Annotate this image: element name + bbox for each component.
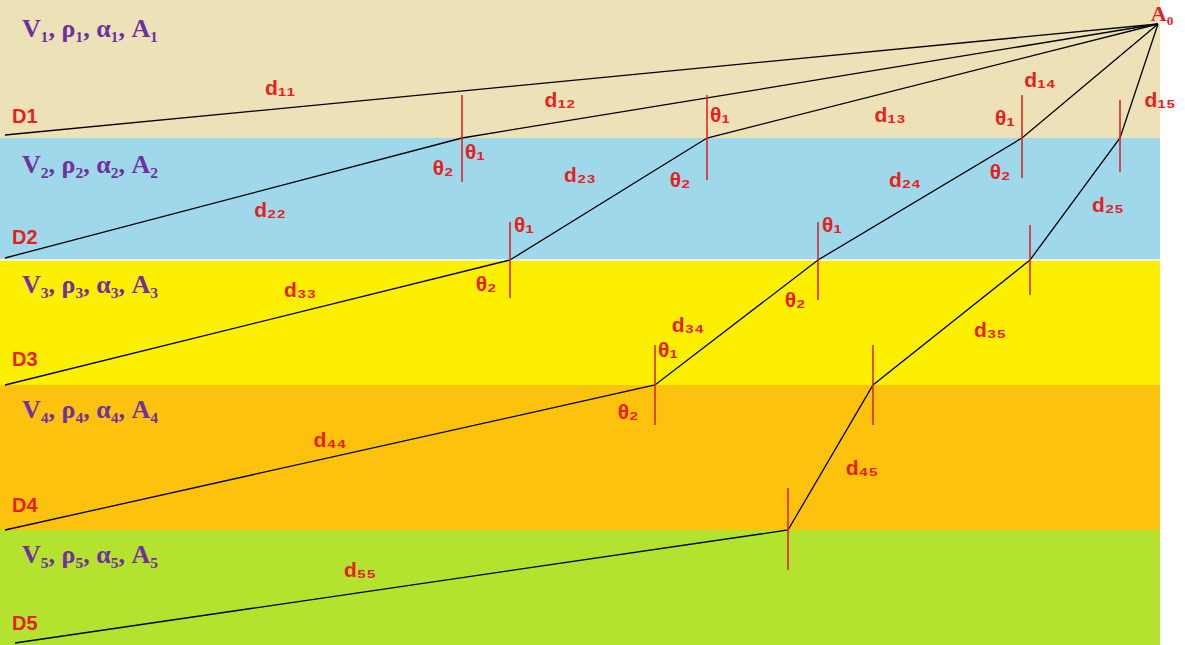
angle-label: θ₁ (710, 103, 730, 126)
interface-line (0, 259, 1160, 261)
layer-parameters: V₃, ρ₃, α₃, A₃ (22, 270, 158, 300)
angle-label: θ₂ (670, 168, 691, 191)
earth-layer: V₂, ρ₂, α₂, A₂ D2 (0, 138, 1160, 260)
depth-label: D4 (12, 494, 38, 517)
earth-layer: V₅, ρ₅, α₅, A₅ D5 (0, 530, 1160, 645)
layer-parameters: V₄, ρ₄, α₄, A₄ (22, 395, 158, 425)
ray-path (5, 24, 1158, 385)
segment-label: d₄₄ (314, 428, 347, 451)
segment-label: d₁₁ (265, 76, 295, 99)
layer-fill (0, 0, 1160, 138)
ray-path (15, 24, 1158, 643)
depth-label: D3 (12, 348, 38, 371)
segment-label: d₁₄ (1024, 68, 1056, 91)
layer-parameters: V₅, ρ₅, α₅, A₅ (22, 540, 158, 570)
angle-label: θ₁ (995, 106, 1015, 129)
angle-label: θ₂ (618, 400, 639, 423)
layer-fill (0, 260, 1160, 385)
normal-line (872, 345, 874, 425)
layer-parameters: V₂, ρ₂, α₂, A₂ (22, 150, 158, 180)
normal-line (654, 345, 656, 425)
earth-layer: V₁, ρ₁, α₁, A₁ D1 (0, 0, 1160, 138)
angle-label: θ₂ (476, 272, 497, 295)
normal-line (1119, 100, 1121, 172)
normal-line (1021, 95, 1023, 178)
layer-fill (0, 530, 1160, 645)
segment-label: d₃₄ (672, 313, 705, 336)
segment-label: d₂₂ (254, 198, 286, 221)
layer-fill (0, 138, 1160, 260)
ray-paths (5, 24, 1158, 643)
angle-label: θ₁ (658, 338, 678, 361)
earth-layer: V₄, ρ₄, α₄, A₄ D4 (0, 385, 1160, 530)
segment-label: d₁₃ (874, 103, 905, 126)
segment-label: d₁₂ (545, 88, 576, 111)
segment-label: d₅₅ (344, 558, 376, 581)
angle-label: θ₁ (465, 140, 485, 163)
normal-line (706, 95, 708, 180)
ray-path (5, 24, 1158, 258)
angle-label: θ₂ (785, 288, 806, 311)
angle-label: θ₁ (514, 213, 534, 236)
segment-label: d₂₃ (564, 163, 596, 186)
segment-label: d₂₄ (889, 168, 921, 191)
angle-label: θ₂ (990, 160, 1011, 183)
depth-label: D2 (12, 226, 38, 249)
segment-label: d₁₅ (1144, 88, 1175, 111)
normal-line (787, 488, 789, 570)
normal-lines (462, 95, 1120, 570)
ray-path (5, 24, 1158, 530)
segment-label: d₂₅ (1092, 193, 1124, 216)
normal-line (509, 222, 511, 298)
segment-label: d₄₅ (846, 456, 878, 479)
normal-line (461, 95, 463, 182)
angle-label: θ₁ (822, 213, 842, 236)
depth-label: D5 (12, 612, 38, 635)
segment-label: d₃₅ (974, 318, 1006, 341)
layer-fills (0, 0, 1160, 645)
normal-line (1029, 225, 1031, 295)
depth-label: D1 (12, 105, 38, 128)
segment-label: d₃₃ (284, 278, 316, 301)
layer-fill (0, 385, 1160, 530)
normal-line (817, 222, 819, 300)
apex-label: A₀ (1151, 2, 1173, 26)
angle-label: θ₂ (433, 156, 454, 179)
layer-parameters: V₁, ρ₁, α₁, A₁ (22, 14, 158, 44)
